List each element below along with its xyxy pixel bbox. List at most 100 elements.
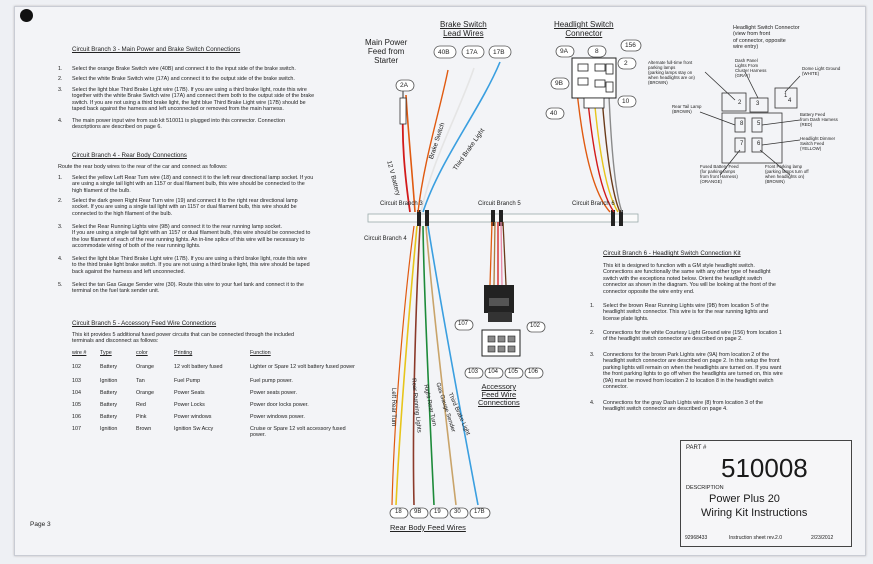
table-cell: Orange [136, 390, 154, 396]
acc-wire [493, 221, 496, 286]
rear-body-title: Rear Body Feed Wires [390, 523, 466, 532]
wire-battery [401, 109, 411, 213]
acc-tag: 104 [488, 369, 499, 375]
accessory-title: Accessory Feed Wire Connections [478, 382, 520, 407]
step-num: 3. [58, 87, 63, 93]
table-cell: 106 [72, 414, 81, 420]
branch3-step-4: The main power input wire from sub kit 5… [72, 118, 285, 131]
part-number: 510008 [721, 453, 808, 483]
pin-number: 1 [784, 93, 788, 99]
branch3-step-2: Select the white Brake Switch wire (17A)… [72, 76, 295, 82]
pin-number: 3 [756, 101, 760, 107]
table-cell: 105 [72, 402, 81, 408]
part-label: PART # [686, 445, 707, 451]
acc-tag: 106 [528, 369, 539, 375]
part-code: 92968433 [685, 535, 708, 541]
table-cell: 102 [72, 364, 81, 370]
step-num: 4. [58, 256, 63, 262]
table-header: color [136, 350, 148, 356]
table-cell: 103 [72, 378, 81, 384]
binder-hole [20, 9, 33, 22]
rear-wire-19 [422, 225, 435, 506]
conn-note: Rear Tail Lamp (BROWN) [672, 104, 702, 114]
step-num: 3. [58, 224, 63, 230]
rear-wire-17b [427, 225, 479, 506]
branch6-step-2: Connections for the white Courtesy Light… [603, 330, 782, 343]
conn-note: Dash Panel Lights From Cluster Harness (… [735, 58, 767, 78]
pin-number: 7 [740, 141, 744, 147]
splice-block [491, 210, 495, 226]
table-cell: Red [136, 402, 146, 408]
revision: Instruction sheet rev.2.0 [729, 535, 782, 541]
table-cell: Cruise or Spare 12 volt accessory fused … [250, 426, 346, 438]
rear-tag-capsules [389, 507, 491, 519]
acc-wire [500, 221, 503, 286]
main-power-label: Main Power Feed from Starter [365, 38, 408, 65]
wire-tag: 40B [438, 49, 450, 56]
pin-number: 2 [738, 100, 742, 106]
acc-tag: 107 [458, 321, 469, 327]
rear-wire-9b [412, 225, 421, 506]
conn-note: Battery Feed from Dash Harness (RED) [800, 112, 838, 127]
branch-label: Circuit Branch 3 [380, 201, 423, 207]
rear-tag: 9B [414, 509, 422, 515]
acc-wire [502, 221, 507, 286]
battery-terminal [399, 97, 407, 125]
rear-wire-30 [425, 225, 457, 506]
headlight-switch-label: Headlight Switch Connector [554, 20, 614, 38]
branch3-title: Circuit Branch 3 - Main Power and Brake … [72, 46, 241, 53]
table-header: wire # [72, 350, 87, 356]
table-cell: Ignition [100, 378, 118, 384]
accessory-connector-housing [481, 285, 521, 357]
conn-note: Front Parking lamp (parking lamps turn o… [765, 164, 809, 184]
step-num: 4. [58, 118, 63, 124]
splice-block [425, 210, 429, 226]
pin-number: 8 [740, 121, 744, 127]
headlight-switch-connector [571, 57, 617, 109]
table-cell: Power windows [174, 414, 212, 420]
table-cell: 107 [72, 426, 81, 432]
part-number-box: PART # 510008 DESCRIPTION Power Plus 20 … [680, 440, 852, 547]
brake-switch-label: Brake Switch Lead Wires [440, 20, 487, 38]
pin-number: 5 [757, 121, 761, 127]
hs-tag: 9A [560, 48, 568, 55]
wire-17a [420, 67, 475, 213]
branch6-step-1: Select the brown Rear Running Lights wir… [603, 303, 769, 322]
conn-note: Dome Light Ground (WHITE) [802, 66, 841, 76]
rear-tag: 17B [474, 509, 485, 515]
splice-block [611, 210, 615, 226]
branch-label: Circuit Branch 4 [364, 236, 407, 242]
branch4-intro: Route the rear body wires to the rear of… [58, 164, 228, 170]
rear-wire-label: Left Rear Turn [390, 388, 396, 427]
branch-label: Circuit Branch 6 [572, 201, 615, 207]
branch5-intro: This kit provides 5 additional fused pow… [72, 332, 295, 345]
table-cell: Battery [100, 390, 118, 396]
table-cell: Fuel Pump [174, 378, 201, 384]
step-num: 1. [58, 175, 63, 181]
step-num: 3. [590, 352, 595, 358]
step-num: 5. [58, 282, 63, 288]
table-cell: Lighter or Spare 12 volt battery fused p… [250, 364, 355, 370]
branch3-step-3: Select the light blue Third Brake Light … [72, 87, 315, 113]
step-num: 4. [590, 400, 595, 406]
wire-40b [417, 69, 449, 213]
page-label: Page 3 [30, 521, 51, 528]
accessory-table: wire # Type color Printing Function 102 … [72, 350, 372, 440]
table-header: Function [250, 350, 271, 356]
branch6-step-3: Connections for the brown Park Lights wi… [603, 352, 783, 391]
table-cell: Fuel pump power. [250, 378, 293, 384]
acc-tag: 103 [468, 369, 479, 375]
conn-note: Alternate full-time front parking lamps … [648, 60, 695, 85]
hs-tag: 156 [625, 42, 636, 49]
step-num: 2. [590, 330, 595, 336]
table-cell: Orange [136, 364, 154, 370]
splice-block [499, 210, 503, 226]
date: 2/23/2012 [811, 535, 834, 541]
hs-tag: 2 [624, 60, 628, 67]
branch4-step-4: Select the light blue Third Brake Light … [72, 256, 310, 275]
hs-tag: 40 [550, 110, 558, 117]
wire-orange [405, 94, 416, 213]
branch4-step-2: Select the dark green Right Rear Turn wi… [72, 198, 298, 217]
step-num: 1. [58, 66, 63, 72]
